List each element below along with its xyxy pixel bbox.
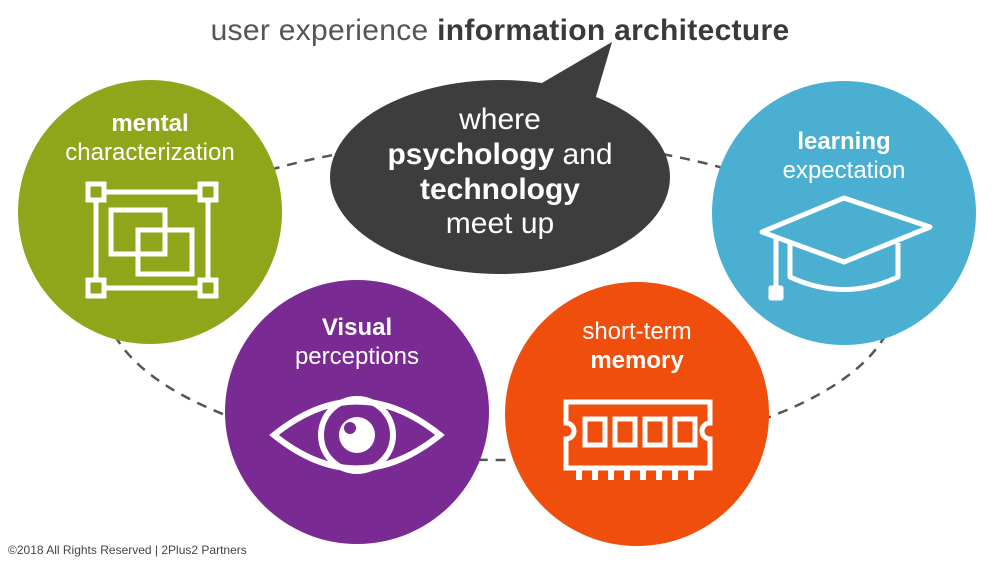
label-learning-bold: learning (797, 128, 891, 155)
bubble-line-4: meet up (445, 207, 555, 241)
label-memory-light: short-term (582, 318, 692, 345)
graduation-cap-icon (759, 195, 933, 301)
bubble-psychology: psychology (387, 137, 555, 171)
bubble-line-2: psychology and (370, 138, 630, 173)
copyright-footer: ©2018 All Rights Reserved | 2Plus2 Partn… (8, 543, 247, 557)
bubble-technology: technology (419, 172, 580, 206)
speech-bubble (330, 42, 670, 274)
circle-learning (712, 81, 976, 345)
label-visual-light: perceptions (294, 342, 420, 370)
label-mental-light: characterization (65, 138, 235, 166)
title-bold: information architecture (437, 14, 790, 47)
label-mental: mental characterization (40, 110, 260, 168)
circle-memory (505, 282, 769, 546)
eye-icon (269, 396, 445, 474)
label-visual-bold: Visual (321, 314, 393, 341)
memory-chip-icon (563, 399, 713, 480)
bubble-and: and (562, 137, 613, 171)
page-title: user experience information architecture (0, 14, 1000, 48)
label-learning: learning expectation (734, 128, 954, 186)
crop-frame-icon (85, 181, 219, 299)
label-visual: Visual perceptions (247, 314, 467, 372)
label-memory: short-term memory (527, 318, 747, 376)
bubble-text: where psychology and technology meet up (370, 103, 630, 242)
label-learning-light: expectation (782, 156, 906, 184)
circle-visual (225, 280, 489, 544)
label-mental-bold: mental (111, 110, 189, 137)
bubble-line-1: where (459, 103, 541, 136)
label-memory-bold: memory (590, 346, 684, 374)
title-normal: user experience (210, 14, 429, 47)
